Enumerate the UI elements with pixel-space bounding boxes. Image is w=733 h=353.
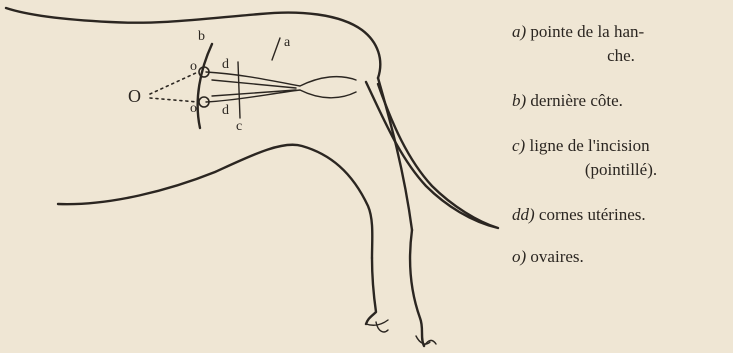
legend-item-c: c) ligne de l'incision (pointillé). — [512, 134, 730, 182]
dotted-line-upper — [150, 72, 198, 94]
legend-item-b: b) dernière côte. — [512, 89, 730, 113]
paw-front — [366, 320, 388, 332]
uterine-horn-lower — [206, 90, 356, 102]
incision-line — [238, 62, 240, 118]
hind-leg-front — [366, 258, 376, 324]
legend-key: a) — [512, 22, 526, 41]
hip-point-mark — [272, 38, 280, 60]
animal-anatomy-illustration: O b a d d c o o — [0, 0, 520, 353]
uterine-horn-upper — [206, 72, 356, 86]
legend-item-a: a) pointe de la han- che. — [512, 20, 730, 68]
label-o-lower: o — [190, 101, 197, 116]
hind-leg-back — [410, 230, 424, 346]
last-rib-line — [198, 44, 212, 128]
legend: a) pointe de la han- che. b) dernière cô… — [512, 20, 730, 269]
label-O: O — [128, 86, 141, 106]
legend-key: o) — [512, 247, 526, 266]
legend-item-dd: dd) cornes utérines. — [512, 203, 730, 227]
legend-item-o: o) ovaires. — [512, 245, 730, 269]
legend-text-cont: che. — [512, 44, 730, 68]
legend-text: dernière côte. — [530, 91, 623, 110]
legend-key: dd) — [512, 205, 535, 224]
belly-outline — [58, 145, 372, 258]
label-o-upper: o — [190, 59, 197, 74]
legend-key: b) — [512, 91, 526, 110]
legend-text: ovaires. — [530, 247, 583, 266]
label-a: a — [284, 35, 291, 50]
label-d-upper: d — [222, 57, 229, 72]
label-c: c — [236, 119, 242, 134]
legend-key: c) — [512, 136, 525, 155]
legend-text: cornes utérines. — [539, 205, 646, 224]
legend-text: ligne de l'incision — [529, 136, 649, 155]
paw-back — [416, 336, 436, 346]
legend-text: pointe de la han- — [530, 22, 644, 41]
label-b: b — [198, 29, 205, 44]
legend-text-cont: (pointillé). — [512, 158, 730, 182]
label-d-lower: d — [222, 103, 229, 118]
